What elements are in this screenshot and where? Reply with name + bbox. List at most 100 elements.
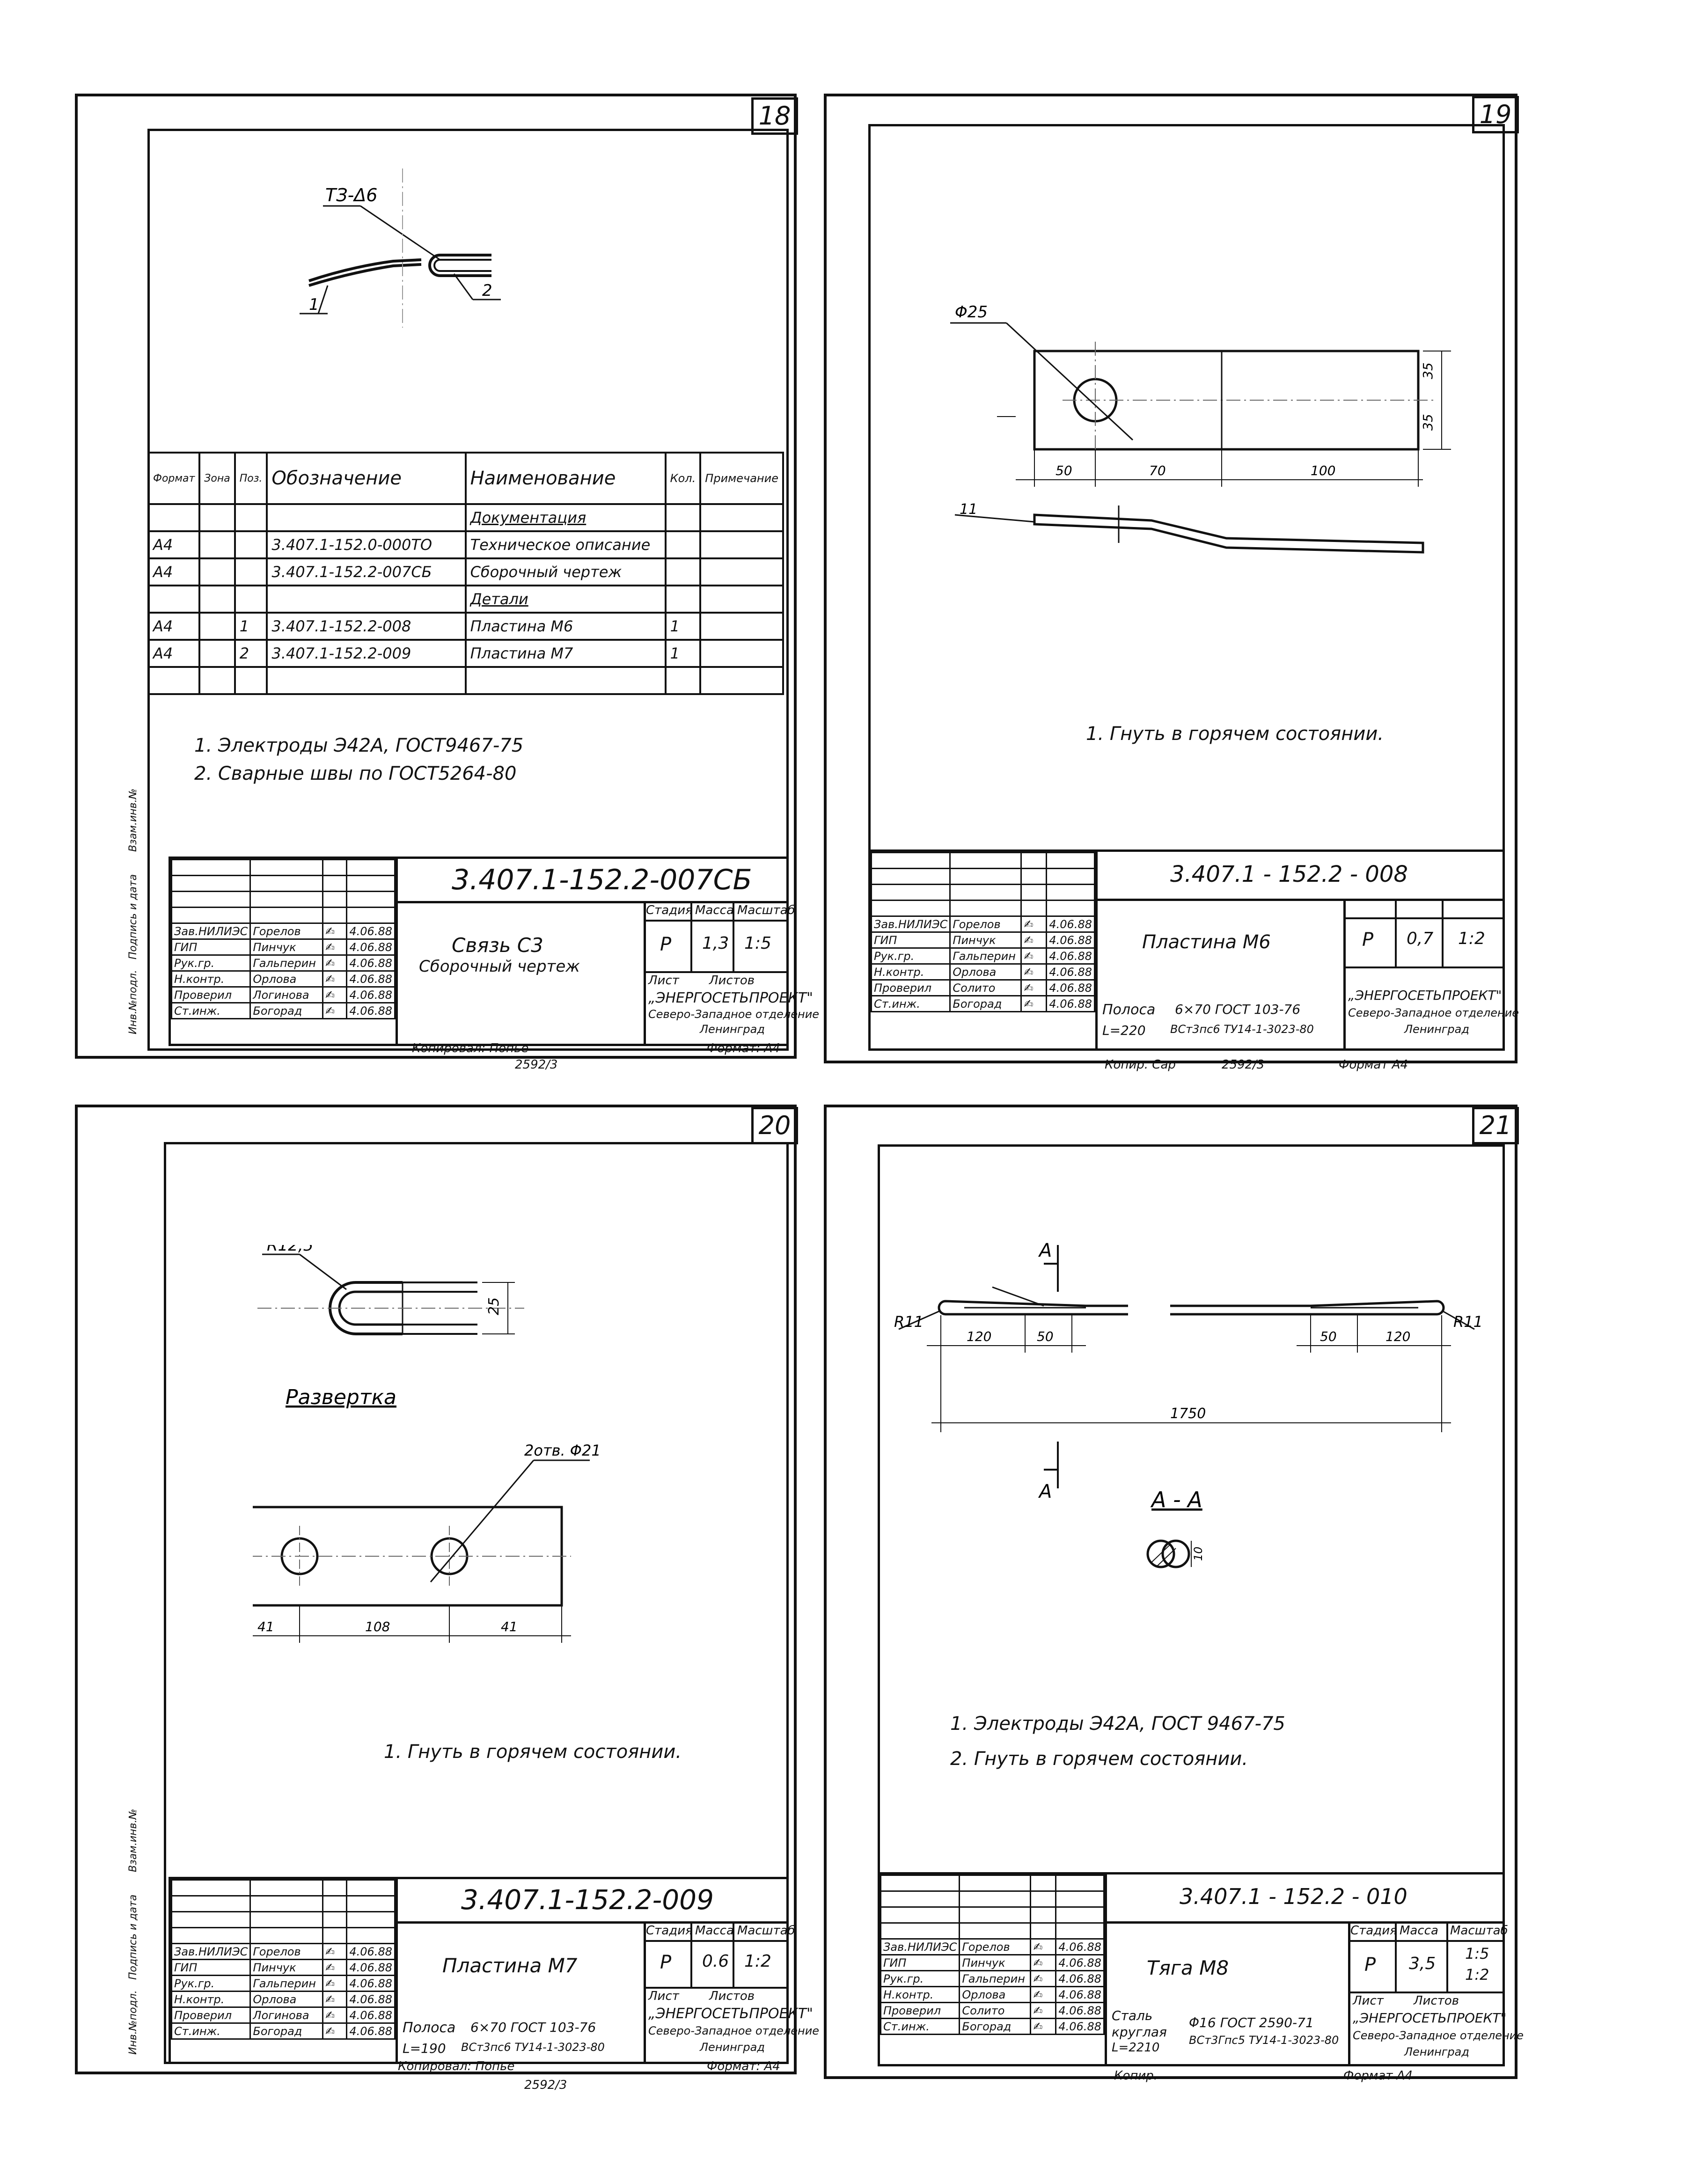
format-label: Формат А4 (1339, 1058, 1408, 1072)
sheet-20: 20 R12,5 25 Развертка 2отв. Φ21 35 35 (75, 1105, 819, 2106)
org-city: Ленинград (700, 2041, 765, 2054)
org-name: „ЭНЕРГОСЕТЬПРОЕКТ" (1353, 2010, 1507, 2026)
doc-code: 3.407.1-152.2-009 (461, 1884, 714, 1916)
mass-header: Масса (695, 903, 734, 917)
material-steel: ВСт3пс6 ТУ14-1-3023-80 (461, 2041, 605, 2054)
scale-header: Масштаб (1450, 1924, 1508, 1938)
archive-number: 2592/3 (524, 2078, 567, 2092)
signer-row: Ст.инж.Богорад✍4.06.88 (170, 1002, 396, 1019)
material-size: 6×70 ГОСТ 103-76 (1175, 1002, 1301, 1017)
dim-35a: 35 (1420, 362, 1436, 379)
doc-code: 3.407.1-152.2-007СБ (452, 864, 752, 896)
sheet-label: Лист (648, 1989, 679, 2003)
org-name: „ЭНЕРГОСЕТЬПРОЕКТ" (648, 2006, 813, 2022)
side-label-inv: Инв.№подл. (127, 970, 139, 1034)
signer-row: Н.контр.Орлова✍4.06.88 (870, 963, 1095, 981)
stage-value: Р (660, 1952, 672, 1973)
spec-header-name: Наименование (464, 452, 667, 505)
material-length: L=2210 (1112, 2041, 1160, 2055)
doc-title: Пластина М7 (442, 1954, 578, 1977)
note-2: 2. Сварные швы по ГОСТ5264-80 (194, 763, 517, 784)
rod-drawing: А А R11 R11 120 50 50 120 1750 А - А 10 (894, 1240, 1483, 1568)
drawing-frame (824, 94, 1517, 1063)
signer-row: Рук.гр.Гальперин✍4.06.88 (170, 954, 396, 972)
radius-label: R12,5 (267, 1245, 313, 1255)
material-type: Сталь (1112, 2008, 1153, 2023)
sheet-number: 18 (751, 97, 798, 135)
copied-label: Копировал: Попье (398, 2059, 515, 2073)
material-type: Полоса (403, 2020, 456, 2036)
material-shape: круглая (1112, 2024, 1167, 2040)
org-city: Ленинград (700, 1023, 765, 1036)
spec-header-pos: Поз. (234, 452, 268, 505)
dim-108: 108 (365, 1619, 390, 1634)
dim-120a: 120 (967, 1329, 991, 1344)
mass-value: 0.6 (702, 1952, 729, 1971)
plate-m7-drawing: R12,5 25 Развертка 2отв. Φ21 35 35 41 10… (253, 1245, 601, 1643)
signer-row: Н.контр.Орлова✍4.06.88 (170, 1991, 396, 2008)
dim-50a: 50 (1037, 1329, 1054, 1344)
sheet-label: Лист (1353, 1994, 1384, 2008)
spec-table: Формат Зона Поз. Обозначение Наименовани… (147, 452, 784, 695)
org-branch: Северо-Западное отделение (1348, 1006, 1519, 1019)
scale-header: Масштаб (737, 1924, 795, 1938)
side-label-sign: Подпись и дата (127, 874, 139, 959)
copied-label: Копир. Сар (1105, 1058, 1176, 1072)
dim-10: 10 (1192, 1546, 1205, 1561)
drawing-frame (75, 94, 797, 1059)
org-city: Ленинград (1404, 2045, 1469, 2058)
section-mark-bottom: А (1038, 1481, 1052, 1502)
radius-left: R11 (894, 1313, 924, 1331)
dim-41a: 41 (257, 1619, 274, 1634)
doc-subtitle: Сборочный чертеж (419, 957, 580, 976)
spec-header-note: Примечание (699, 452, 784, 505)
dim-100: 100 (1311, 463, 1335, 478)
table-row (147, 666, 784, 695)
sheet-label: Лист (648, 974, 679, 988)
dim-25: 25 (486, 1297, 502, 1315)
radius-right: R11 (1453, 1313, 1483, 1331)
plate-drawing: Φ25 35 35 50 70 100 11 (950, 303, 1451, 554)
material-size: 6×70 ГОСТ 103-76 (470, 2020, 596, 2035)
note-1: 1. Гнуть в горячем состоянии. (384, 1741, 682, 1763)
razvertka-label: Развертка (286, 1385, 396, 1409)
signer-row: Ст.инж.Богорад✍4.06.88 (870, 995, 1095, 1012)
mass-value: 1,3 (702, 934, 729, 953)
format-label: Формат: А4 (707, 2059, 780, 2073)
scale-value: 1:5 (744, 934, 771, 953)
signer-row: Рук.гр.Гальперин✍4.06.88 (170, 1975, 396, 1992)
stage-value: Р (660, 934, 672, 955)
sheet-number: 19 (1472, 96, 1519, 133)
stage-header: Стадия (1350, 1924, 1397, 1938)
org-name: „ЭНЕРГОСЕТЬПРОЕКТ" (1348, 988, 1502, 1003)
signer-row: Н.контр.Орлова✍4.06.88 (170, 970, 396, 988)
mass-header: Масса (695, 1924, 734, 1938)
pos1-label: 1 (309, 295, 319, 314)
pos2-label: 2 (482, 281, 492, 300)
spec-header-designation: Обозначение (266, 452, 467, 505)
dim-50: 50 (1056, 463, 1072, 478)
sheet-number: 20 (751, 1107, 798, 1144)
sheet-19: 19 Φ25 35 35 50 70 100 11 1. Гнуть в гор… (824, 94, 1519, 1091)
format-label: Формат А4 (1343, 2069, 1413, 2083)
dim-50b: 50 (1320, 1329, 1337, 1344)
drawing-frame (75, 1105, 797, 2074)
scale-value-2: 1:2 (1465, 1966, 1489, 1984)
signer-row: Рук.гр.Гальперин✍4.06.88 (870, 947, 1095, 965)
scale-header: Масштаб (737, 903, 795, 917)
drawing-frame (824, 1105, 1517, 2079)
scale-value: 1:2 (744, 1952, 771, 1971)
spec-header-qty: Кол. (664, 452, 702, 505)
